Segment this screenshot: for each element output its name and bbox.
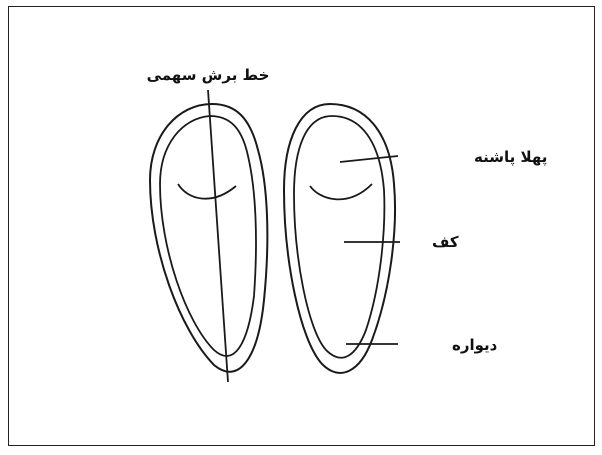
left-insole-outer-outline: [150, 104, 267, 372]
right-insole: [284, 104, 395, 373]
label-wall: دیواره: [452, 336, 498, 354]
left-insole-inner-outline: [160, 116, 256, 356]
left-heel-cup-curve: [178, 184, 236, 199]
right-heel-cup-curve: [310, 184, 372, 199]
left-insole: [150, 90, 267, 382]
label-sole: کف: [432, 233, 459, 251]
label-sagittal-cut: خط برش سهمی: [147, 66, 270, 84]
sagittal-cut-line: [208, 90, 228, 382]
label-heel-lift: پهلا پاشنه: [474, 148, 547, 167]
right-insole-inner-outline: [294, 116, 384, 358]
